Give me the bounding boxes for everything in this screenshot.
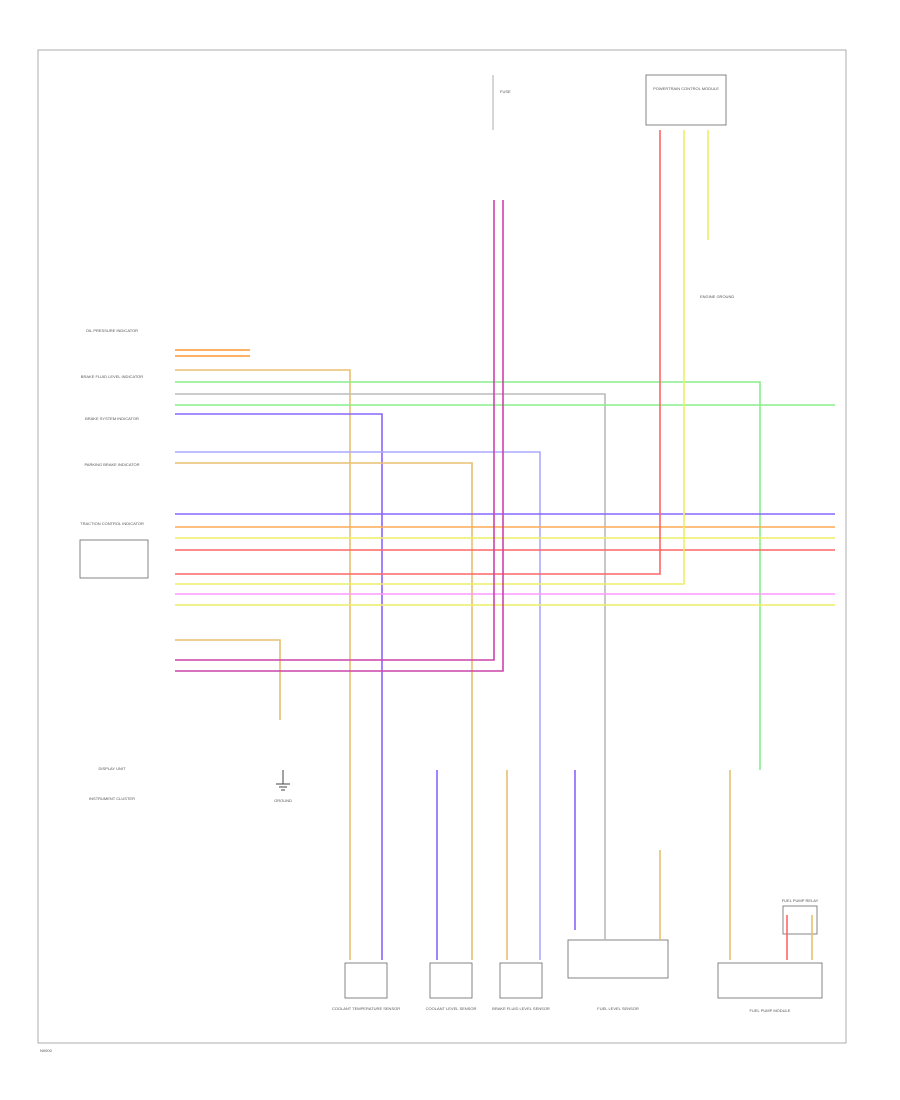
module-label: POWERTRAIN CONTROL MODULE — [653, 86, 719, 91]
cluster-label-traction: TRACTION CONTROL INDICATOR — [80, 521, 144, 526]
cluster-label-brake-fluid: BRAKE FLUID LEVEL INDICATOR — [81, 374, 143, 379]
diagram-footer-code: N0000 — [40, 1048, 53, 1053]
sensor-box-fuel-pump — [717, 962, 823, 999]
sensor-label-brake-fluid: BRAKE FLUID LEVEL SENSOR — [492, 1006, 550, 1011]
wire-yellow — [175, 130, 685, 585]
sensor-box-coolant-level — [429, 962, 473, 999]
sensor-label-coolant-temp: COOLANT TEMPERATURE SENSOR — [332, 1006, 400, 1011]
cluster-inner-box — [79, 539, 149, 579]
sensor-label-coolant-level: COOLANT LEVEL SENSOR — [426, 1006, 477, 1011]
left-cluster-labels: OIL PRESSURE INDICATOR BRAKE FLUID LEVEL… — [79, 328, 149, 801]
bottom-components: COOLANT TEMPERATURE SENSOR COOLANT LEVEL… — [332, 898, 823, 1013]
cluster-label-parking: PARKING BRAKE INDICATOR — [84, 462, 139, 467]
cluster-label-brake-system: BRAKE SYSTEM INDICATOR — [85, 416, 139, 421]
sensor-box-brake-fluid — [499, 962, 543, 999]
ground-symbol: GROUND — [274, 770, 292, 803]
wire-violet — [175, 413, 383, 960]
fuse-label: FUSE — [500, 89, 511, 94]
wires-layer — [175, 130, 835, 960]
wire-tan — [175, 462, 473, 960]
module-top-right: POWERTRAIN CONTROL MODULE ENGINE GROUND — [645, 74, 734, 299]
wire-red — [175, 130, 661, 575]
wire-tan — [175, 369, 351, 960]
wire-magenta — [175, 200, 504, 672]
sensor-label-fuel-level: FUEL LEVEL SENSOR — [597, 1006, 639, 1011]
wire-green — [175, 381, 761, 770]
sensor-box-coolant-temp — [344, 962, 388, 999]
cluster-label-display: DISPLAY UNIT — [99, 766, 127, 771]
wire-magenta — [175, 200, 495, 661]
wire-gray — [175, 393, 606, 940]
engine-ground-label: ENGINE GROUND — [700, 294, 734, 299]
fuse-block-top: FUSE — [492, 75, 511, 130]
ground-label: GROUND — [274, 798, 292, 803]
cluster-label-oil: OIL PRESSURE INDICATOR — [86, 328, 138, 333]
sensor-label-fuel-pump: FUEL PUMP MODULE — [750, 1008, 791, 1013]
cluster-label-instrument: INSTRUMENT CLUSTER — [89, 796, 135, 801]
relay-label: FUEL PUMP RELAY — [782, 898, 819, 903]
sensor-box-fuel-level — [567, 939, 669, 979]
wire-tan — [175, 639, 281, 720]
wire-blue — [175, 451, 541, 960]
diagram-frame — [37, 49, 847, 1044]
